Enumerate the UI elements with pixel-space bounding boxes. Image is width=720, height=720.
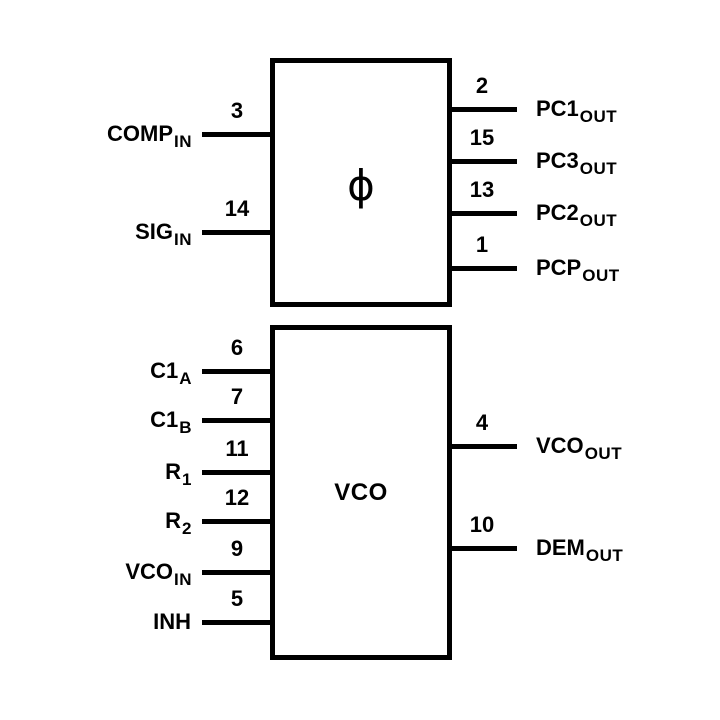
pin-label-pcp-out: PCPOUT [536, 255, 620, 285]
pin-line-comp-in [202, 132, 272, 137]
pin-number-vco-in: 9 [230, 536, 244, 561]
pin-line-r2 [202, 519, 272, 524]
pin-number-pc3-out: 15 [469, 125, 495, 150]
pin-label-vco-in: VCOIN [125, 559, 192, 589]
pin-label-pc3-out-text: PC3 [536, 148, 579, 173]
pin-label-vco-out-subscript: OUT [584, 444, 623, 463]
pin-label-pc1-out-subscript: OUT [579, 107, 618, 126]
pin-number-pc2-out: 13 [469, 177, 495, 202]
pin-label-c1a-text: C1 [150, 358, 179, 383]
pin-label-r1-subscript: 1 [182, 470, 192, 489]
pin-line-vco-in [202, 570, 272, 575]
pin-number-pc1-out: 2 [475, 73, 489, 98]
pin-number-r1: 11 [225, 436, 249, 461]
pin-number-inh: 5 [230, 586, 244, 611]
pin-label-r2: R2 [165, 508, 192, 538]
pin-line-vco-out [447, 444, 517, 449]
pin-label-inh-text: INH [153, 609, 191, 634]
pin-label-inh: INH [153, 611, 192, 633]
pin-number-comp-in: 3 [230, 98, 244, 123]
pin-label-vco-in-text: VCO [125, 559, 173, 584]
pin-label-comp-in-subscript: IN [174, 132, 192, 151]
pin-label-dem-out-subscript: OUT [585, 546, 624, 565]
pin-label-r2-subscript: 2 [182, 519, 192, 538]
pin-line-r1 [202, 470, 272, 475]
pin-number-sig-in: 14 [224, 196, 250, 221]
pin-number-vco-out: 4 [475, 410, 489, 435]
pin-label-c1b: C1B [150, 407, 192, 437]
phase-comparator-block: ϕ [270, 58, 452, 307]
pin-label-pc1-out: PC1OUT [536, 96, 617, 126]
pin-line-pc3-out [447, 159, 517, 164]
vco-block-label: VCO [334, 478, 388, 506]
pin-label-dem-out-text: DEM [536, 535, 585, 560]
pin-number-r2: 12 [224, 485, 250, 510]
vco-block: VCO [270, 325, 452, 660]
pin-line-pc2-out [447, 211, 517, 216]
pin-number-c1a: 6 [230, 335, 244, 360]
pin-label-pc1-out-text: PC1 [536, 96, 579, 121]
pin-line-inh [202, 620, 272, 625]
pin-label-r1: R1 [165, 459, 192, 489]
pin-label-pcp-out-text: PCP [536, 255, 582, 280]
pin-line-c1a [202, 369, 272, 374]
pin-label-sig-in: SIGIN [135, 219, 192, 249]
pin-line-c1b [202, 418, 272, 423]
pin-number-dem-out: 10 [469, 512, 495, 537]
pin-label-r1-text: R [165, 459, 182, 484]
pin-label-r2-text: R [165, 508, 182, 533]
pin-label-sig-in-subscript: IN [174, 230, 192, 249]
pin-label-pc2-out-text: PC2 [536, 200, 579, 225]
pin-label-pc2-out: PC2OUT [536, 200, 617, 230]
pin-label-c1b-text: C1 [150, 407, 179, 432]
pin-label-pc3-out: PC3OUT [536, 148, 617, 178]
phi-symbol: ϕ [347, 160, 375, 210]
pin-label-pcp-out-subscript: OUT [582, 266, 620, 285]
pin-number-pcp-out: 1 [475, 232, 489, 257]
pin-line-pc1-out [447, 107, 517, 112]
pin-label-pc2-out-subscript: OUT [579, 211, 618, 230]
pin-line-sig-in [202, 230, 272, 235]
pin-label-sig-in-text: SIG [135, 219, 173, 244]
pin-label-dem-out: DEMOUT [536, 535, 623, 565]
pin-label-comp-in: COMPIN [107, 121, 192, 151]
pin-label-vco-out: VCOOUT [536, 433, 622, 463]
pin-label-c1a-subscript: A [179, 369, 192, 388]
pin-label-comp-in-text: COMP [107, 121, 173, 146]
pin-label-c1a: C1A [150, 358, 192, 388]
pin-label-c1b-subscript: B [179, 418, 192, 437]
pin-number-c1b: 7 [230, 384, 244, 409]
pin-label-vco-out-text: VCO [536, 433, 584, 458]
pin-label-pc3-out-subscript: OUT [579, 159, 618, 178]
pin-line-dem-out [447, 546, 517, 551]
pin-label-vco-in-subscript: IN [174, 570, 192, 589]
pin-line-pcp-out [447, 266, 517, 271]
